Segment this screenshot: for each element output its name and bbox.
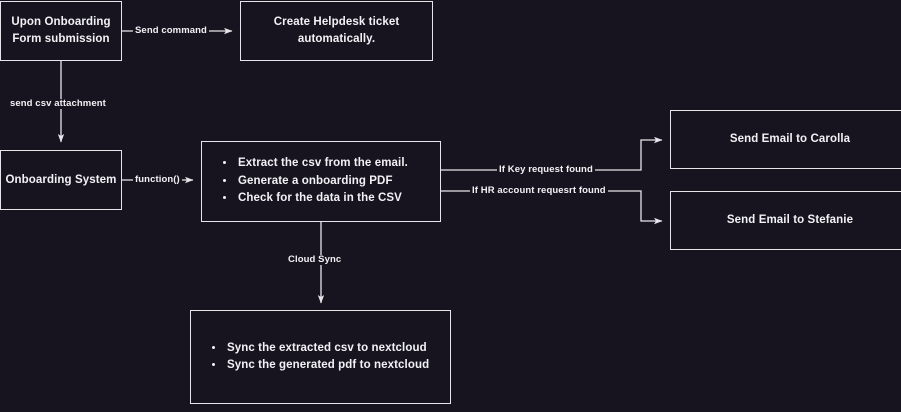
list-item: Generate a onboarding PDF — [236, 173, 408, 190]
node-helpdesk-ticket-line1: Create Helpdesk ticket — [273, 16, 400, 29]
node-email-stefanie-label: Send Email to Stefanie — [726, 214, 854, 227]
node-form-submission-line1: Upon Onboarding — [11, 16, 111, 29]
node-helpdesk-ticket-line2: automatically. — [297, 33, 376, 45]
edge-label-function-call: function() — [133, 174, 182, 185]
list-item: Sync the generated pdf to nextcloud — [225, 357, 429, 374]
node-email-carolla-label: Send Email to Carolla — [729, 133, 851, 146]
edge-label-cloud-sync: Cloud Sync — [286, 254, 344, 265]
edge-label-if-key-request: If Key request found — [497, 164, 595, 175]
node-form-submission[interactable]: Upon Onboarding Form submission — [0, 1, 122, 61]
list-item: Check for the data in the CSV — [236, 190, 408, 207]
edge-label-send-command: Send command — [133, 25, 209, 36]
node-process-csv-list: Extract the csv from the email. Generate… — [202, 155, 408, 207]
node-helpdesk-ticket[interactable]: Create Helpdesk ticket automatically. — [240, 1, 433, 61]
edge-label-send-csv-attachment: send csv attachment — [8, 98, 108, 109]
node-onboarding-system-label: Onboarding System — [5, 173, 117, 186]
node-form-submission-line2: Form submission — [12, 33, 110, 45]
node-process-csv[interactable]: Extract the csv from the email. Generate… — [201, 141, 441, 222]
node-cloud-sync-actions[interactable]: Sync the extracted csv to nextcloud Sync… — [190, 310, 451, 404]
list-item: Sync the extracted csv to nextcloud — [225, 340, 429, 357]
list-item: Extract the csv from the email. — [236, 155, 408, 172]
node-onboarding-system[interactable]: Onboarding System — [0, 150, 122, 210]
edge-label-if-hr-account-request: If HR account requesrt found — [470, 185, 608, 196]
node-cloud-sync-actions-list: Sync the extracted csv to nextcloud Sync… — [191, 340, 429, 375]
node-email-stefanie[interactable]: Send Email to Stefanie — [670, 191, 901, 250]
node-email-carolla[interactable]: Send Email to Carolla — [670, 110, 901, 169]
